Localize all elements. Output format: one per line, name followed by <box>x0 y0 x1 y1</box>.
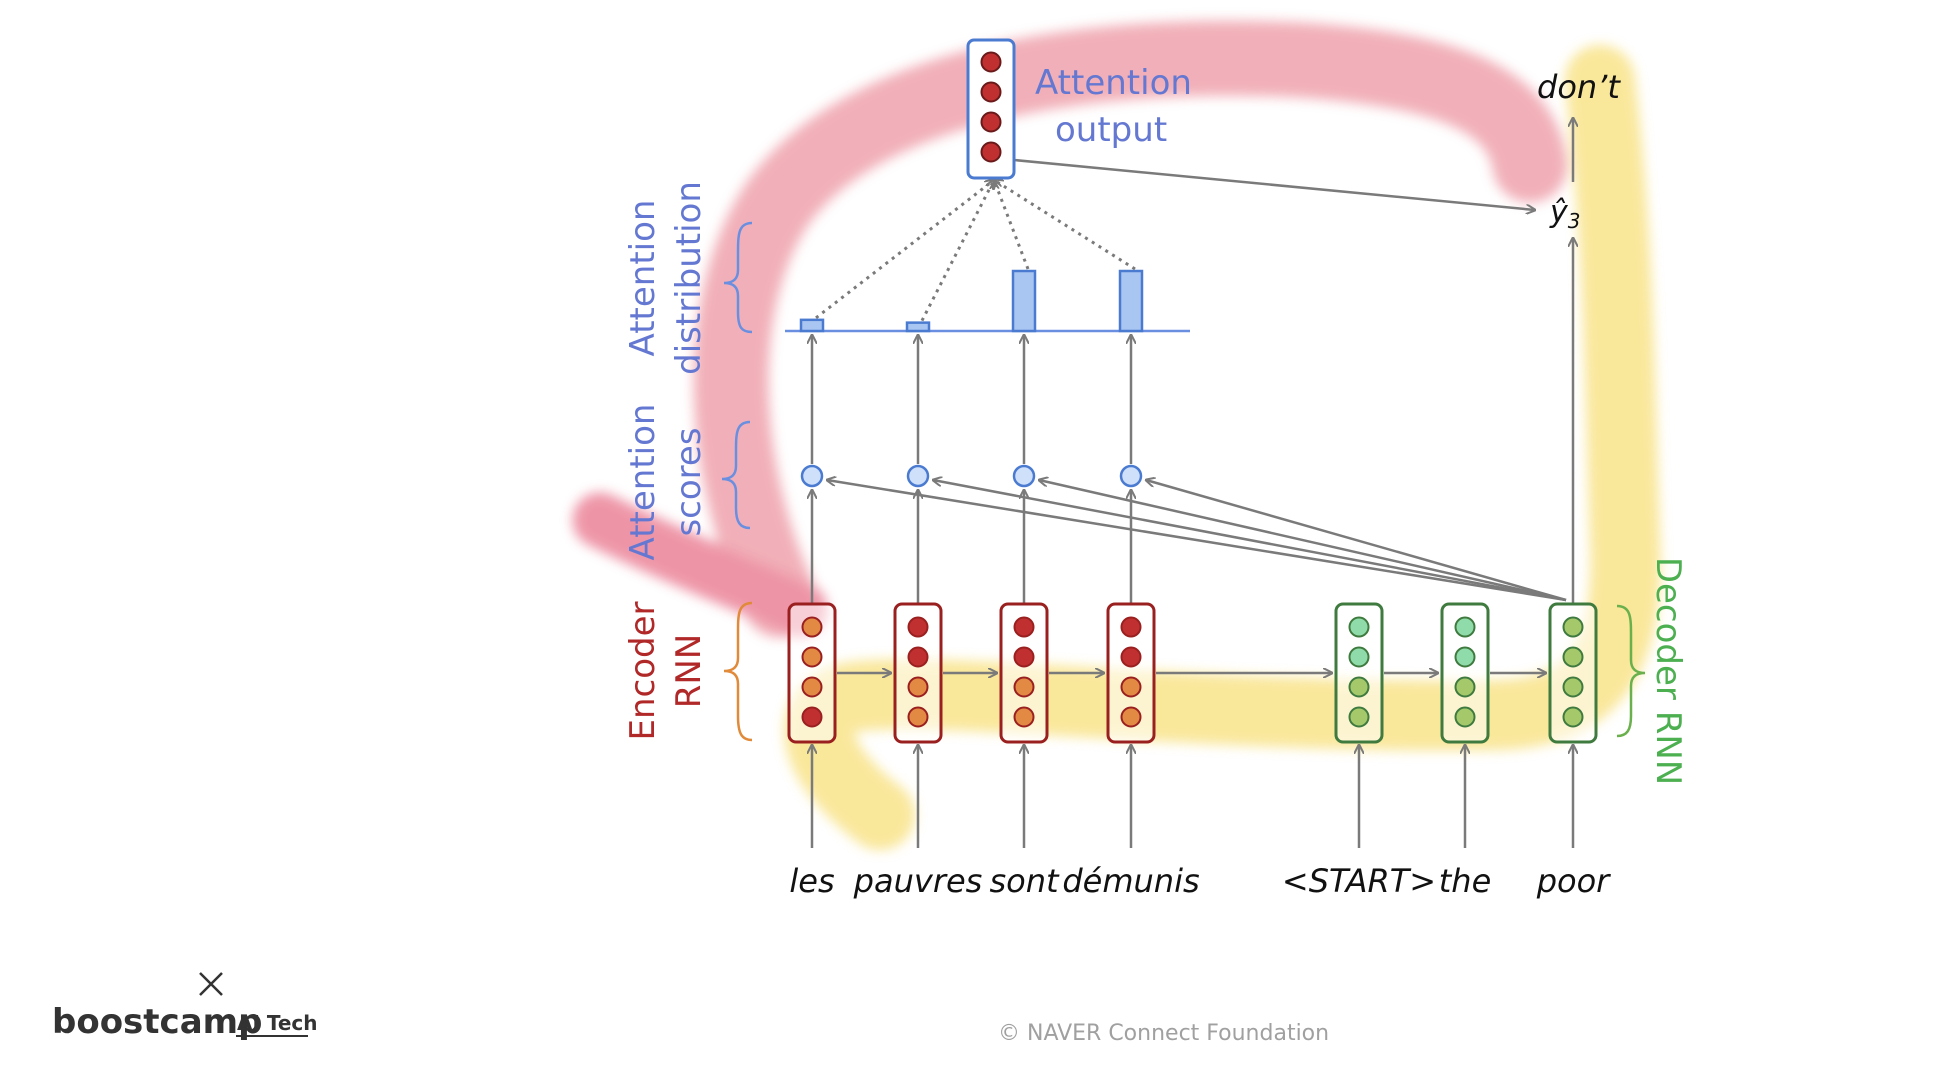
attention-output-arrow <box>1013 158 1535 210</box>
scores-brace <box>721 420 751 530</box>
encoder-cell <box>787 602 837 744</box>
input-word: poor <box>1536 862 1611 900</box>
y-hat-subscript: 3 <box>1568 209 1581 233</box>
attention-output-label-line2: output <box>1055 110 1167 150</box>
attention-scores-label-line1: Attention <box>623 404 663 561</box>
encoder-brace <box>723 601 753 742</box>
attention-distribution-label-line2: distribution <box>669 181 709 375</box>
boostcamp-logo: boostcamp AI Tech <box>52 972 318 1042</box>
attention-score-node <box>1012 464 1036 488</box>
attention-score-node <box>906 464 930 488</box>
input-word: <START> <box>1282 862 1436 900</box>
attention-output-label-line1: Attention <box>1035 63 1192 103</box>
y-hat-label: ŷ3 <box>1549 195 1581 233</box>
decoder-brace <box>1616 604 1646 738</box>
query-arrow <box>933 480 1567 602</box>
rnn-cells <box>787 602 1598 744</box>
input-word: les <box>789 862 834 900</box>
braces <box>721 221 1646 742</box>
attention-scores-label-line2: scores <box>669 427 709 536</box>
query-arrow <box>1039 480 1567 602</box>
query-arrow <box>1146 480 1567 602</box>
copyright-text: © NAVER Connect Foundation <box>998 1021 1329 1046</box>
input-word: pauvres <box>853 862 983 900</box>
query-arrow <box>827 480 1567 602</box>
output-word: don’t <box>1537 68 1621 106</box>
encoder-cell <box>893 602 943 744</box>
attention-score-nodes <box>800 464 1143 488</box>
attention-bar <box>799 318 825 333</box>
decoder-cell <box>1334 602 1384 744</box>
arrows <box>812 118 1573 848</box>
weighted-sum-arrow <box>815 180 994 320</box>
weighted-sum-arrow <box>994 180 1030 270</box>
encoder-label-line1: Encoder <box>623 601 663 740</box>
logo-sub-text: AI Tech <box>237 1011 318 1035</box>
close-x-icon <box>199 972 223 996</box>
attention-bar <box>905 321 931 333</box>
input-word: the <box>1439 862 1492 900</box>
weighted-sum-arrow <box>994 180 1136 271</box>
encoder-label-line2: RNN <box>669 634 709 709</box>
input-word: démunis <box>1062 862 1199 900</box>
encoder-cell <box>1106 602 1156 744</box>
decoder-label: Decoder RNN <box>1648 557 1688 785</box>
attention-bar <box>1118 269 1144 333</box>
weighted-sum-arrow <box>920 180 994 322</box>
attention-score-node <box>800 464 824 488</box>
distribution-brace <box>723 221 753 334</box>
encoder-cell <box>999 602 1049 744</box>
attention-distribution-label-line1: Attention <box>623 200 663 357</box>
input-word: sont <box>989 862 1060 900</box>
y-hat-base: ŷ <box>1549 195 1569 230</box>
red-highlight-tail <box>572 492 828 638</box>
attention-score-node <box>1119 464 1143 488</box>
attention-bar <box>1011 269 1037 333</box>
attention-output-vector <box>966 38 1016 180</box>
decoder-cell <box>1548 602 1598 744</box>
logo-main-text: boostcamp <box>52 1002 262 1042</box>
attention-bars <box>799 269 1144 333</box>
red-highlight <box>693 20 1568 638</box>
decoder-cell <box>1440 602 1490 744</box>
